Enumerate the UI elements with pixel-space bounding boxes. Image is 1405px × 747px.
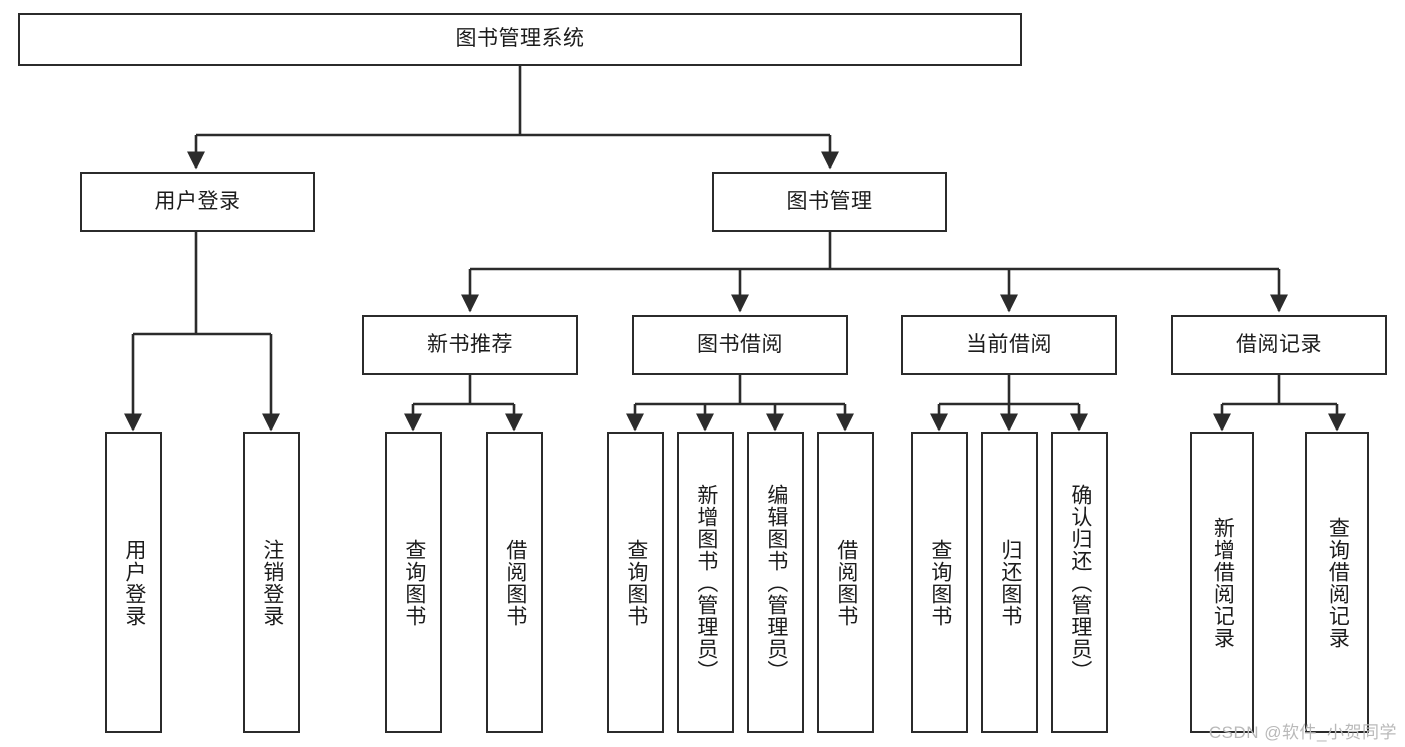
leaf-label: 新增借阅记录 xyxy=(1211,516,1235,649)
leaf-label: 归还图书 xyxy=(998,538,1022,627)
node-root[interactable]: 图书管理系统 xyxy=(18,13,1022,66)
node-user-login-label: 用户登录 xyxy=(154,189,241,213)
node-new-book-recommend[interactable]: 新书推荐 xyxy=(362,315,578,375)
leaf-borrow-query[interactable]: 查询图书 xyxy=(607,432,664,733)
leaf-label: 查询图书 xyxy=(402,538,426,627)
node-user-login[interactable]: 用户登录 xyxy=(80,172,315,232)
leaf-new-book-query[interactable]: 查询图书 xyxy=(385,432,442,733)
leaf-borrow-add-book[interactable]: 新增图书（管理员） xyxy=(677,432,734,733)
node-book-borrow[interactable]: 图书借阅 xyxy=(632,315,848,375)
csdn-watermark: CSDN @软件_小贺同学 xyxy=(1208,723,1397,742)
node-current-borrow-label: 当前借阅 xyxy=(966,332,1052,356)
leaf-borrow-edit-book[interactable]: 编辑图书（管理员） xyxy=(747,432,804,733)
leaf-label: 编辑图书（管理员） xyxy=(764,483,788,682)
leaf-label: 借阅图书 xyxy=(834,538,858,627)
leaf-user-login-login[interactable]: 用户登录 xyxy=(105,432,162,733)
leaf-current-return[interactable]: 归还图书 xyxy=(981,432,1038,733)
leaf-label: 确认归还（管理员） xyxy=(1068,483,1092,682)
leaf-label: 查询图书 xyxy=(928,538,952,627)
node-book-management[interactable]: 图书管理 xyxy=(712,172,947,232)
node-current-borrow[interactable]: 当前借阅 xyxy=(901,315,1117,375)
leaf-record-add[interactable]: 新增借阅记录 xyxy=(1190,432,1254,733)
leaf-label: 注销登录 xyxy=(260,538,284,627)
leaf-label: 用户登录 xyxy=(122,538,146,627)
leaf-record-query[interactable]: 查询借阅记录 xyxy=(1305,432,1369,733)
node-new-book-recommend-label: 新书推荐 xyxy=(427,332,513,356)
node-borrow-record-label: 借阅记录 xyxy=(1236,332,1322,356)
leaf-label: 新增图书（管理员） xyxy=(694,483,718,682)
leaf-current-query[interactable]: 查询图书 xyxy=(911,432,968,733)
node-book-management-label: 图书管理 xyxy=(786,189,873,213)
leaf-label: 查询借阅记录 xyxy=(1326,516,1350,649)
leaf-label: 借阅图书 xyxy=(503,538,527,627)
node-root-label: 图书管理系统 xyxy=(455,27,585,51)
node-borrow-record[interactable]: 借阅记录 xyxy=(1171,315,1387,375)
leaf-user-login-logout[interactable]: 注销登录 xyxy=(243,432,300,733)
leaf-current-confirm-return[interactable]: 确认归还（管理员） xyxy=(1051,432,1108,733)
leaf-label: 查询图书 xyxy=(624,538,648,627)
node-book-borrow-label: 图书借阅 xyxy=(697,332,783,356)
leaf-borrow-borrow-book[interactable]: 借阅图书 xyxy=(817,432,874,733)
leaf-new-book-borrow[interactable]: 借阅图书 xyxy=(486,432,543,733)
